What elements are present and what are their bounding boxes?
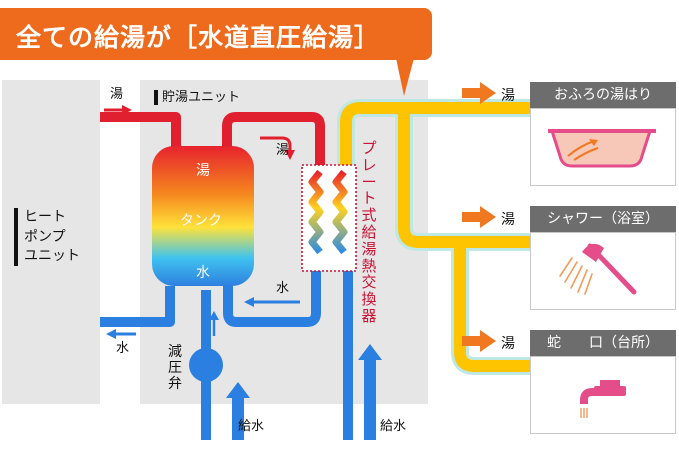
exchanger-zigzag-right — [332, 169, 348, 255]
supply-left-label: 給水 — [238, 419, 265, 434]
output-hot-label-1: 湯 — [501, 88, 515, 104]
hot-arrow-to-exchanger — [260, 136, 292, 152]
output-arrow-2 — [462, 206, 496, 228]
supply-pipe-shower — [398, 108, 530, 248]
storage-unit-label: 貯湯ユニット — [162, 90, 241, 105]
cold-pipe-tank-to-heatpump — [100, 286, 175, 327]
supply-pipe-faucet — [454, 242, 530, 372]
water-to-heatpump-label: 水 — [116, 341, 130, 356]
water-return-label: 水 — [276, 281, 290, 296]
output-hot-label-3: 湯 — [501, 336, 515, 352]
banner-pointer — [396, 58, 414, 96]
valve-char-2: 圧 — [168, 360, 182, 376]
banner-title: 全ての給湯が［水道直圧給湯］ — [16, 23, 381, 52]
output-arrow-1 — [462, 82, 496, 104]
hot-to-exchanger-label: 湯 — [276, 143, 290, 158]
tank-hot-label: 湯 — [196, 163, 210, 179]
hot-pipe-tank-to-exchanger — [222, 112, 325, 165]
storage-unit-marker — [154, 90, 158, 105]
output-panel-shower — [530, 232, 676, 310]
output-title-faucet: 蛇 口（台所） — [530, 330, 676, 356]
heat-pump-marker — [14, 208, 18, 266]
output-hot-label-2: 湯 — [501, 212, 515, 228]
pressure-valve-icon — [189, 348, 223, 382]
tank-water-label: 水 — [196, 265, 210, 281]
output-panel-bath — [530, 108, 676, 186]
supply-arrow-right — [358, 344, 382, 440]
supply-right-label: 給水 — [380, 419, 407, 434]
valve-char-3: 弁 — [168, 376, 182, 392]
heat-pump-line-1: ヒート — [24, 209, 66, 225]
heat-pump-panel — [2, 80, 100, 404]
supply-pipe-main — [340, 102, 530, 200]
hot-into-unit-label: 湯 — [110, 87, 124, 102]
output-arrow-3 — [462, 330, 496, 352]
exchanger-zigzag-left — [308, 169, 324, 255]
pressure-valve-label: 減 圧 弁 — [168, 344, 184, 392]
hot-pipe-heatpump-to-tank — [100, 112, 181, 148]
storage-tank — [152, 146, 254, 286]
output-panel-faucet — [530, 356, 676, 434]
valve-char-1: 減 — [168, 344, 182, 360]
title-banner: 全ての給湯が［水道直圧給湯］ — [0, 8, 432, 60]
output-title-bath: おふろの湯はり — [530, 82, 676, 108]
plate-exchanger-label: プレート式給湯熱交換器 — [361, 139, 377, 325]
heat-pump-label: ヒート ポンプ ユニット — [24, 208, 80, 267]
heat-pump-line-3: ユニット — [24, 248, 80, 264]
heat-pump-line-2: ポンプ — [24, 228, 66, 245]
cold-pipe-exchanger-return — [223, 262, 321, 327]
supply-arrow-left — [226, 382, 250, 440]
output-title-shower: シャワー（浴室） — [530, 206, 676, 232]
tank-name-label: タンク — [180, 213, 222, 229]
